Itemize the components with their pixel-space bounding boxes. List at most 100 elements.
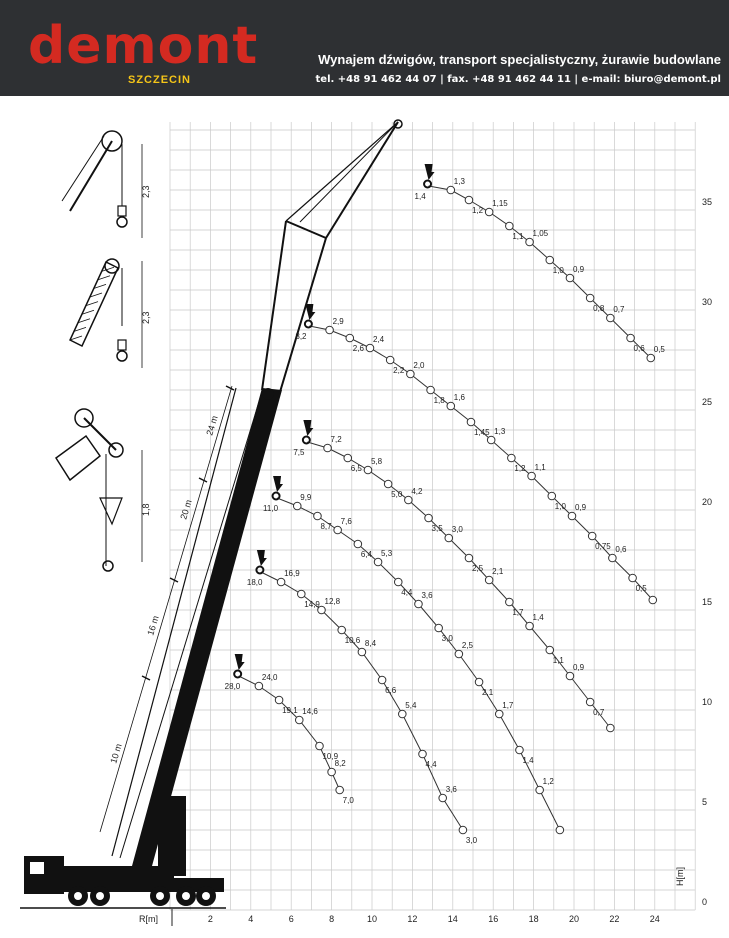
load-point — [464, 195, 474, 205]
load-value-label: 0,7 — [593, 708, 605, 717]
load-value-label: 1,4 — [533, 613, 545, 622]
load-value-label: 28,0 — [225, 682, 241, 691]
load-point — [484, 575, 494, 585]
load-curve-line — [307, 441, 611, 729]
x-tick-label: 24 — [650, 914, 660, 924]
truck-wheel-hub — [202, 892, 210, 900]
load-value-label: 1,2 — [514, 464, 526, 473]
y-axis-label: H[m] — [675, 867, 685, 886]
company-tagline: Wynajem dźwigów, transport specjalistycz… — [318, 52, 721, 67]
load-value-label: 2,1 — [492, 567, 504, 576]
load-point — [446, 185, 456, 195]
load-hook-icon — [303, 319, 313, 329]
load-value-label: 4,4 — [401, 588, 413, 597]
load-value-label: 2,6 — [353, 344, 365, 353]
load-point — [345, 333, 355, 343]
load-value-label: 3,0 — [466, 836, 478, 845]
load-value-label: 2,4 — [373, 335, 385, 344]
load-value-label: 6,5 — [351, 464, 363, 473]
y-tick-label: 30 — [702, 297, 712, 307]
load-value-label: 5,4 — [405, 701, 417, 710]
load-value-label: 3,0 — [442, 634, 454, 643]
load-value-label: 1,3 — [454, 177, 466, 186]
load-value-label: 12,8 — [325, 597, 341, 606]
load-value-label: 24,0 — [262, 673, 278, 682]
load-point — [343, 453, 353, 463]
load-curve-line — [238, 675, 341, 791]
load-hook-icon — [423, 179, 433, 189]
hook-icon — [102, 560, 114, 572]
boom-section-label: 10 m — [108, 743, 123, 765]
x-axis-label: R[m] — [139, 914, 158, 924]
load-point — [454, 649, 464, 659]
load-point — [434, 623, 443, 633]
load-value-label: 11,0 — [263, 504, 279, 513]
logo-city: SZCZECIN — [128, 74, 191, 86]
boom-tip-icon — [69, 140, 113, 212]
load-value-label: 5,3 — [381, 549, 393, 558]
load-point — [406, 369, 415, 379]
load-value-label: 3,5 — [432, 524, 444, 533]
load-point — [323, 443, 332, 453]
load-value-label: 7,2 — [331, 435, 343, 444]
hook-icon — [116, 350, 128, 362]
load-hook-icon — [256, 550, 267, 566]
crane-illustration: 10 m16 m20 m24 m2,32,31,8 — [20, 119, 403, 909]
load-point — [606, 723, 615, 733]
load-point — [608, 553, 617, 563]
load-point — [565, 671, 575, 681]
boom-dimension-line — [99, 385, 233, 833]
hook-height-label: 2,3 — [141, 185, 151, 198]
load-value-label: 2,1 — [482, 688, 494, 697]
load-point — [353, 539, 363, 549]
load-value-label: 1,4 — [522, 756, 534, 765]
load-point — [567, 511, 577, 521]
truck-wheel-hub — [74, 892, 82, 900]
load-value-label: 1,2 — [472, 206, 484, 215]
y-tick-label: 35 — [702, 197, 712, 207]
load-point — [424, 513, 433, 523]
load-point — [527, 471, 536, 481]
x-tick-label: 12 — [407, 914, 417, 924]
load-point — [297, 589, 306, 599]
load-value-label: 10,6 — [345, 636, 361, 645]
load-value-label: 0,6 — [634, 344, 646, 353]
boom-outline — [119, 391, 263, 859]
load-point — [335, 785, 344, 795]
load-point — [414, 599, 423, 609]
lattice-brace — [89, 292, 103, 298]
hook-block — [99, 497, 123, 526]
load-value-label: 0,8 — [593, 304, 605, 313]
truck-wheel-hub — [182, 892, 190, 900]
load-point — [494, 709, 504, 719]
load-value-label: 1,7 — [512, 608, 524, 617]
load-value-label: 8,2 — [335, 759, 347, 768]
load-value-label: 5,8 — [371, 457, 383, 466]
load-point — [438, 793, 448, 803]
company-logo[interactable]: demont — [28, 16, 259, 76]
load-point — [547, 491, 557, 501]
y-tick-label: 10 — [702, 697, 712, 707]
load-point — [373, 557, 383, 567]
load-value-label: 1,45 — [474, 428, 490, 437]
y-tick-label: 20 — [702, 497, 712, 507]
load-hook-icon — [424, 164, 435, 180]
jib-top — [325, 121, 399, 239]
load-value-label: 1,4 — [415, 192, 427, 201]
load-point — [313, 511, 322, 521]
jib-link-icon — [83, 417, 117, 451]
load-hook-icon — [301, 435, 311, 445]
truck-chassis — [24, 878, 224, 892]
load-value-label: 1,1 — [553, 656, 565, 665]
boom-dimension-tick — [198, 477, 208, 483]
load-point — [327, 767, 336, 777]
boom-dimension-tick — [169, 577, 179, 583]
load-point — [474, 677, 484, 687]
chart-grid — [169, 122, 696, 911]
load-value-label: 16,9 — [284, 569, 300, 578]
lattice-brace — [97, 275, 111, 281]
load-hook-icon — [303, 420, 314, 436]
contact-info: tel. +48 91 462 44 07 | fax. +48 91 462 … — [315, 74, 721, 85]
load-point — [545, 255, 555, 265]
jib-top — [299, 121, 399, 223]
